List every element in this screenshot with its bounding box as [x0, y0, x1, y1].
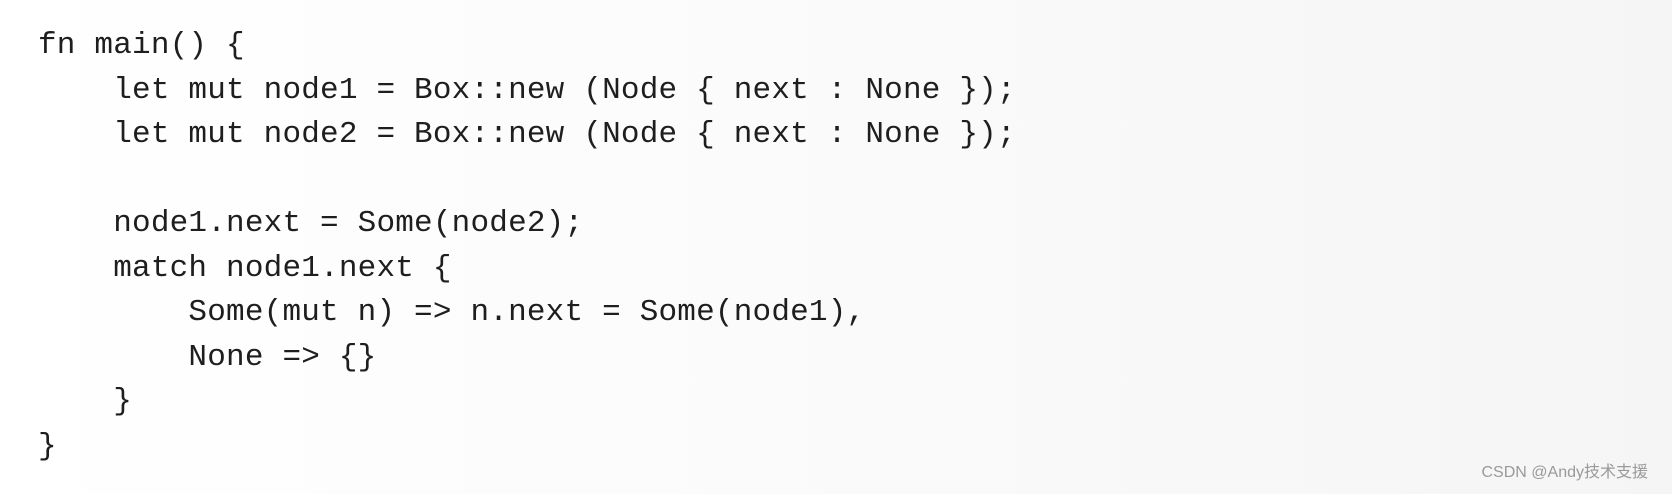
code-line-6: match node1.next { [38, 250, 452, 286]
code-line-10: } [38, 428, 57, 464]
csdn-watermark: CSDN @Andy技术支援 [1481, 464, 1649, 481]
code-line-3: let mut node2 = Box::new (Node { next : … [38, 117, 1016, 152]
code-line-9: } [38, 384, 133, 419]
code-line-2: let mut node1 = Box::new (Node { next : … [38, 72, 1016, 108]
code-line-4 [38, 158, 1016, 203]
code-line-5: node1.next = Some(node2); [38, 206, 584, 241]
code-line-1: fn main() { [38, 28, 245, 63]
code-block: fn main() { let mut node1 = Box::new (No… [38, 24, 1016, 469]
code-line-8: None => {} [38, 339, 377, 375]
code-line-7: Some(mut n) => n.next = Some(node1), [38, 295, 866, 330]
